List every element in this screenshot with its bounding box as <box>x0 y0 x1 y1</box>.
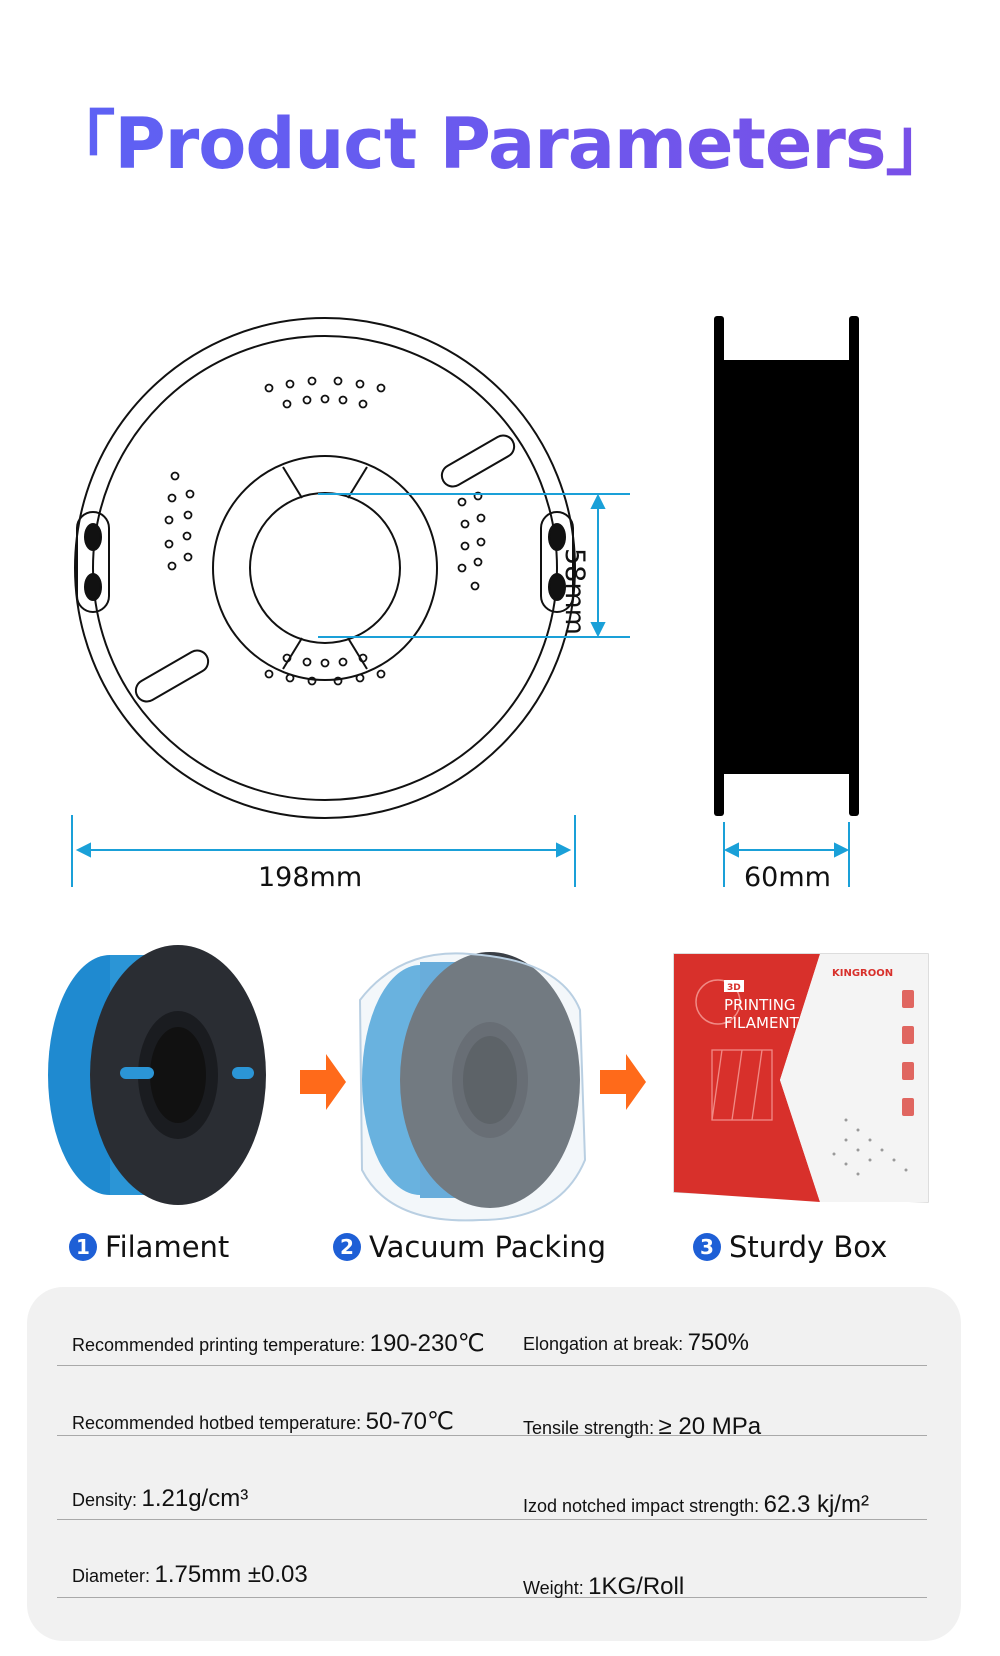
param-value: 750% <box>687 1329 749 1356</box>
spool-front-view <box>74 317 576 819</box>
spool-side-view <box>714 316 859 816</box>
param-value: 1KG/Roll <box>588 1573 685 1600</box>
sturdy-box-image: 3D PRINTING FILAMENT KINGROON <box>673 953 929 1203</box>
step-number-badge: 2 <box>333 1233 361 1261</box>
param-elongation: Elongation at break: 750% <box>523 1329 749 1357</box>
filament-spool-image <box>48 945 266 1205</box>
box-line2: FILAMENT <box>724 1014 800 1032</box>
box-badge: 3D <box>727 983 741 993</box>
param-density: Density: 1.21g/cm³ <box>72 1485 248 1513</box>
packaging-steps-illustration: 3D PRINTING FILAMENT KINGROON <box>48 945 929 1222</box>
param-key: Elongation at break: <box>523 1334 684 1354</box>
parameter-row: Density: 1.21g/cm³ Izod notched impact s… <box>57 1449 927 1520</box>
hub-diameter-label: 58mm <box>559 548 590 635</box>
parameters-card: Recommended printing temperature: 190-23… <box>27 1287 961 1641</box>
param-key: Weight: <box>523 1578 584 1598</box>
arrow-right-icon <box>600 1054 646 1110</box>
hub-dimension-lines <box>318 493 630 638</box>
param-value: 1.21g/cm³ <box>141 1485 249 1512</box>
param-hotbed-temperature: Recommended hotbed temperature: 50-70℃ <box>72 1407 454 1436</box>
page-title: 「Product Parameters」 <box>0 88 1000 189</box>
param-key: Diameter: <box>72 1566 151 1586</box>
step-number-badge: 3 <box>693 1233 721 1261</box>
width-label: 60mm <box>744 862 831 893</box>
step-sturdy-box: 3 Sturdy Box <box>693 1230 887 1264</box>
param-izod-impact: Izod notched impact strength: 62.3 kj/m² <box>523 1491 869 1519</box>
vacuum-packed-spool-image <box>358 952 587 1222</box>
step-filament: 1 Filament <box>69 1230 229 1264</box>
box-line1: PRINTING <box>724 996 796 1014</box>
param-value: 1.75mm ±0.03 <box>154 1561 308 1588</box>
step-label-text: Sturdy Box <box>729 1230 888 1264</box>
param-value: 190-230℃ <box>369 1330 485 1357</box>
param-value: 62.3 kj/m² <box>763 1491 869 1518</box>
param-key: Density: <box>72 1490 138 1510</box>
parameter-row: Diameter: 1.75mm ±0.03 Weight: 1KG/Roll <box>57 1527 927 1601</box>
param-key: Tensile strength: <box>523 1418 655 1438</box>
param-key: Recommended hotbed temperature: <box>72 1413 362 1433</box>
param-diameter: Diameter: 1.75mm ±0.03 <box>72 1561 308 1589</box>
param-key: Recommended printing temperature: <box>72 1335 366 1355</box>
parameter-row: Recommended printing temperature: 190-23… <box>57 1295 927 1366</box>
step-label-text: Vacuum Packing <box>369 1230 607 1264</box>
step-number-badge: 1 <box>69 1233 97 1261</box>
width-dimension-lines <box>723 822 850 887</box>
param-weight: Weight: 1KG/Roll <box>523 1573 684 1601</box>
param-printing-temperature: Recommended printing temperature: 190-23… <box>72 1329 485 1358</box>
step-vacuum-packing: 2 Vacuum Packing <box>333 1230 606 1264</box>
param-tensile-strength: Tensile strength: ≥ 20 MPa <box>523 1413 761 1441</box>
param-value: 50-70℃ <box>365 1408 454 1435</box>
parameter-row: Recommended hotbed temperature: 50-70℃ T… <box>57 1365 927 1440</box>
step-label-text: Filament <box>105 1230 230 1264</box>
diameter-dimension-lines <box>71 815 576 887</box>
param-key: Izod notched impact strength: <box>523 1496 760 1516</box>
box-brand: KINGROON <box>832 968 893 979</box>
diameter-label: 198mm <box>258 862 363 893</box>
spool-dimension-diagram <box>71 316 859 887</box>
param-value: ≥ 20 MPa <box>658 1413 762 1440</box>
arrow-right-icon <box>300 1054 346 1110</box>
